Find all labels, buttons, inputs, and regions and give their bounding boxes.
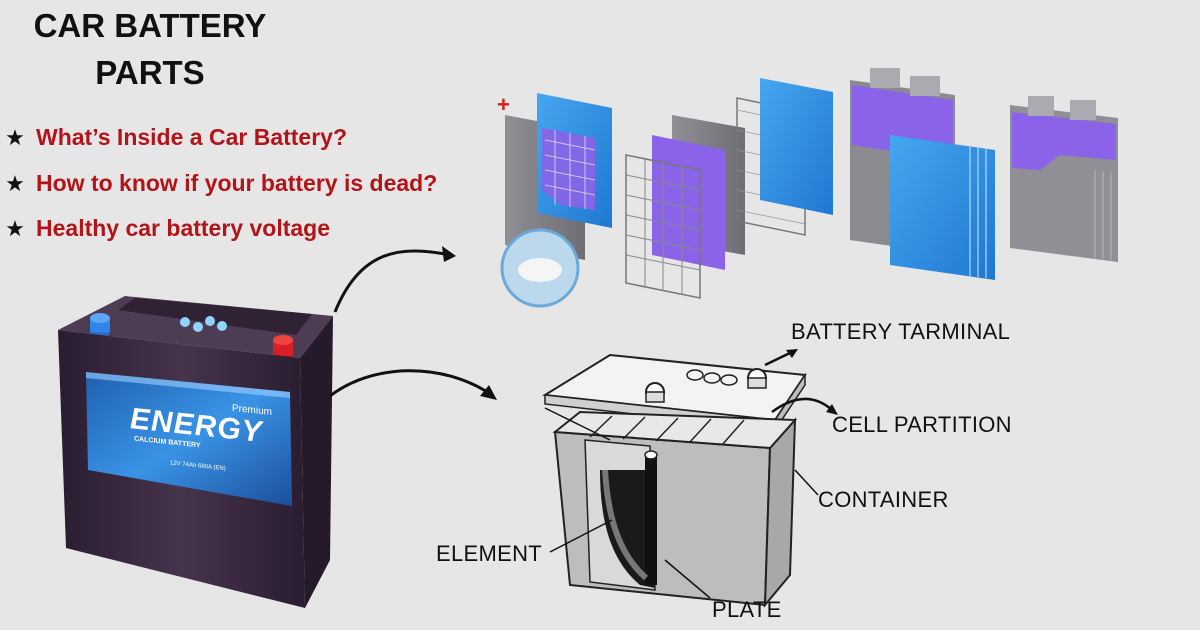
bullet-item-2[interactable]: ★ How to know if your battery is dead?	[4, 170, 437, 197]
label-cell-partition: CELL PARTITION	[832, 412, 1012, 437]
label-plate: PLATE	[712, 597, 782, 622]
bullet-link-dead[interactable]: How to know if your battery is dead?	[36, 170, 438, 196]
line-element	[549, 519, 613, 553]
star-icon: ★	[5, 124, 25, 150]
line-inner	[544, 407, 611, 441]
arrow-terminal	[764, 350, 793, 367]
line-container	[794, 469, 819, 496]
label-container: CONTAINER	[818, 487, 949, 512]
page-title: CAR BATTERY PARTS	[0, 2, 300, 96]
label-battery-terminal: BATTERY TARMINAL	[791, 319, 1011, 344]
cutaway-top-cells	[552, 410, 798, 450]
arrow-to-parts	[333, 249, 451, 313]
battery-lid	[118, 298, 312, 335]
battery-side	[300, 316, 333, 608]
title-text: CAR BATTERY PARTS	[33, 7, 267, 91]
separator-mesh-2	[625, 154, 701, 299]
arrow-to-cutaway	[329, 369, 493, 398]
bullet-item-1[interactable]: ★ What’s Inside a Car Battery?	[4, 124, 347, 151]
star-icon: ★	[5, 170, 25, 196]
bullet-link-inside[interactable]: What’s Inside a Car Battery?	[36, 124, 348, 150]
cutaway-plate	[645, 455, 657, 585]
plus-sign: +	[497, 92, 510, 117]
bullet-item-3[interactable]: ★ Healthy car battery voltage	[4, 215, 330, 242]
label-element: ELEMENT	[436, 541, 543, 566]
cutaway-element	[600, 470, 655, 588]
arrow-partition	[771, 397, 833, 414]
line-plate	[664, 559, 711, 599]
battery-label	[86, 372, 292, 506]
plate-purple-2	[652, 135, 725, 270]
star-icon: ★	[5, 215, 25, 241]
plate-blue-3	[760, 78, 833, 215]
bullet-link-voltage[interactable]: Healthy car battery voltage	[36, 215, 331, 241]
cell-block-blue	[890, 135, 995, 280]
